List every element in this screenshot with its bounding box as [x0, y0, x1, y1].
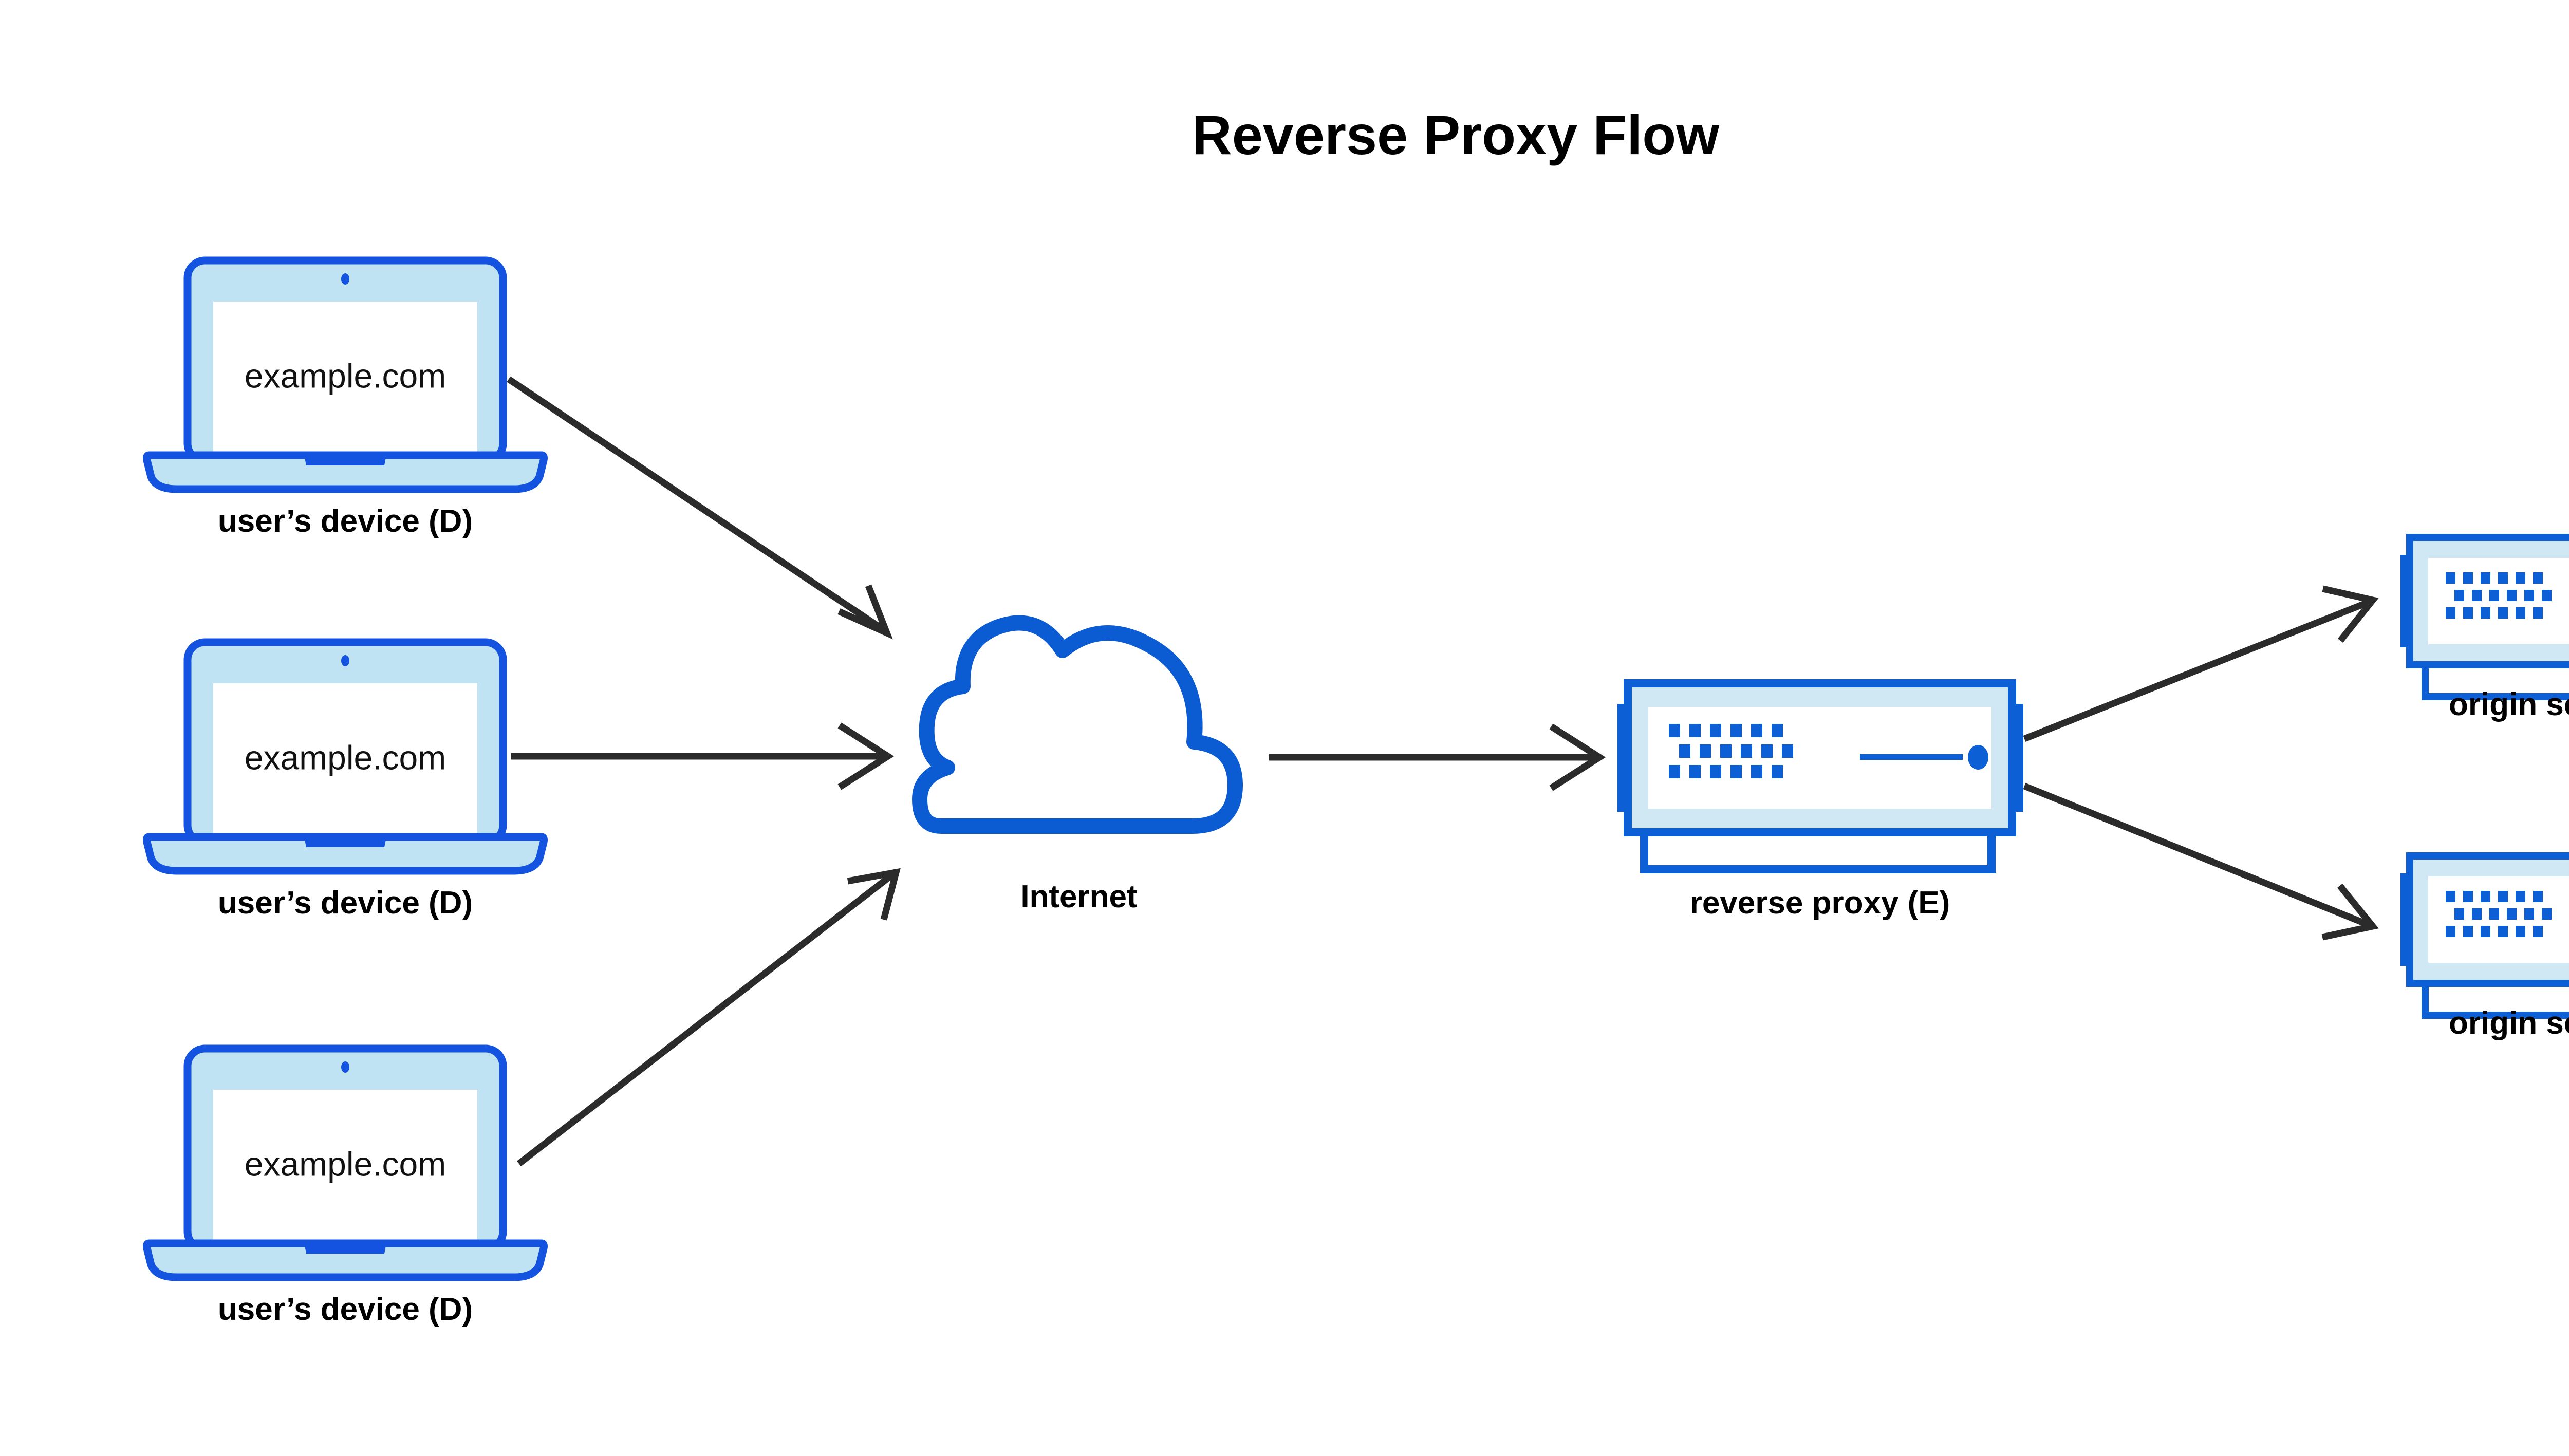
laptop-trackpad-notch	[304, 837, 386, 847]
node-label-origin-server-1: origin server (F)	[2449, 687, 2569, 722]
laptop-base	[143, 451, 548, 493]
edge-reverse-proxy-to-origin-server-1	[2023, 585, 2379, 742]
laptop-trackpad-notch	[304, 455, 386, 465]
laptop-base	[143, 1239, 548, 1281]
server-base	[2422, 980, 2569, 1019]
laptop-base	[143, 833, 548, 875]
node-label-origin-server-2: origin server (F)	[2449, 1005, 2569, 1041]
laptop-trackpad-notch	[304, 1243, 386, 1254]
node-internet-cloud[interactable]: Internet	[912, 615, 1243, 914]
server-vent-dots	[2446, 891, 2552, 937]
laptop-screen-url: example.com	[245, 1145, 446, 1183]
webcam-icon	[341, 655, 349, 666]
server-status-line	[1860, 754, 1963, 760]
server-base	[1640, 828, 1996, 873]
node-origin-server-2[interactable]: origin server (F)	[2400, 852, 2569, 1041]
laptop-screen-url: example.com	[245, 738, 446, 776]
laptop-screen	[213, 302, 477, 456]
node-label-internet: Internet	[1020, 879, 1137, 914]
webcam-icon	[341, 273, 349, 285]
laptop-screen	[213, 683, 477, 837]
laptop-screen-url: example.com	[245, 357, 446, 395]
node-device-2[interactable]: example.com user’s device (D)	[143, 638, 548, 921]
node-origin-server-1[interactable]: origin server (F)	[2400, 534, 2569, 722]
node-label-reverse-proxy: reverse proxy (E)	[1690, 885, 1950, 921]
edge-device-2-to-cloud	[511, 722, 895, 790]
node-reverse-proxy[interactable]: reverse proxy (E)	[1617, 679, 2023, 921]
page-title: Reverse Proxy Flow	[1192, 104, 1720, 166]
node-device-3[interactable]: example.com user’s device (D)	[143, 1044, 548, 1327]
cloud-icon	[912, 615, 1243, 834]
edge-reverse-proxy-to-origin-server-2	[2023, 782, 2379, 941]
edge-device-3-to-cloud	[517, 868, 901, 1167]
laptop-screen	[213, 1090, 477, 1244]
edge-cloud-to-reverse-proxy	[1269, 723, 1606, 791]
node-label-device-2: user’s device (D)	[218, 885, 473, 921]
edge-device-1-to-cloud	[507, 376, 893, 640]
node-label-device-1: user’s device (D)	[218, 503, 473, 539]
server-base	[2422, 661, 2569, 700]
server-status-lamp-icon	[1968, 745, 1988, 770]
node-label-device-3: user’s device (D)	[218, 1292, 473, 1327]
server-vent-dots	[2446, 572, 2552, 619]
server-vent-dots	[1669, 724, 1793, 778]
webcam-icon	[341, 1061, 349, 1073]
node-device-1[interactable]: example.com user’s device (D)	[143, 256, 548, 539]
